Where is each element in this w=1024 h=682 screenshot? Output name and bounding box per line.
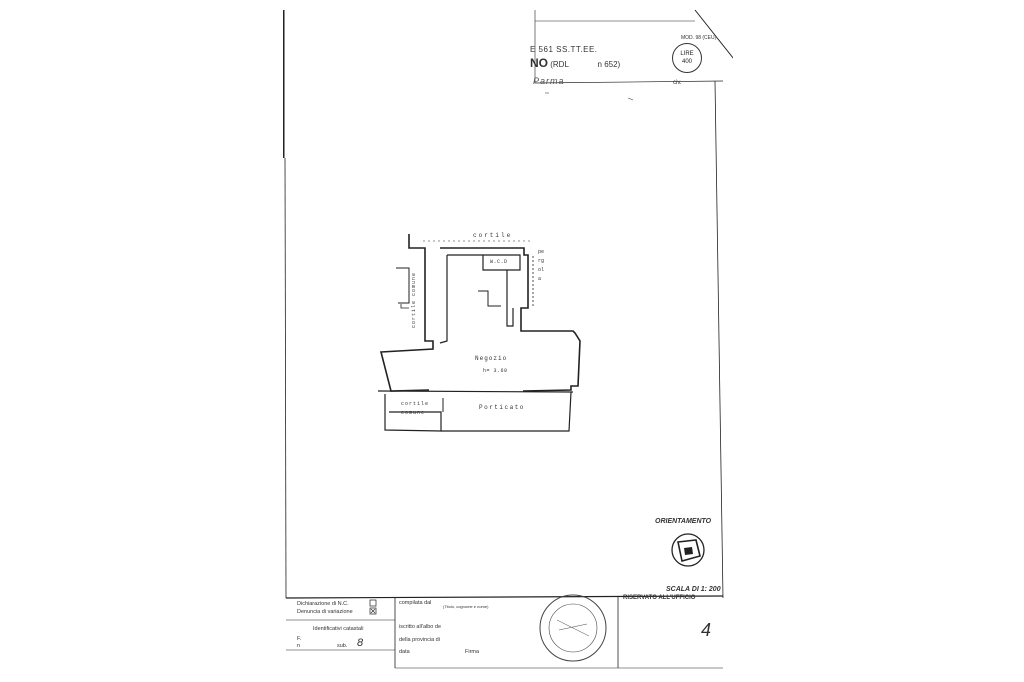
label-shop: Negozio <box>475 355 508 362</box>
label-height: h= 3.60 <box>483 368 508 374</box>
label-pergola: pergola <box>538 249 545 282</box>
fee-value: 400 <box>681 59 692 65</box>
sub-label: sub. <box>337 643 348 649</box>
orientation-label: ORIENTAMENTO <box>655 518 712 525</box>
official-seal-stamp <box>539 594 607 662</box>
fee-label: LIRE <box>680 51 694 57</box>
right-border <box>714 80 724 599</box>
n-label: n <box>297 643 301 649</box>
header-line-1: E 561 SS.TT.EE. <box>530 45 598 54</box>
label-wc: W.C.D <box>490 259 508 265</box>
office-reserved-label: RISERVATO ALL'UFFICIO <box>623 595 696 601</box>
label-courtyard-left: cortile comune <box>411 271 417 328</box>
signature-label: Firma <box>465 649 480 655</box>
header-line-2: NO (RDL n 652) <box>530 56 621 70</box>
left-border <box>284 157 287 599</box>
compiled-by-label: compilata dal <box>399 600 432 606</box>
plan-linework <box>283 9 733 669</box>
form-code: MOD. 98 (CEU) <box>681 35 717 41</box>
declaration-label: Dichiarazione di N.C. <box>297 601 349 607</box>
compiled-detail: (Titolo, cognome e nome) <box>443 604 489 609</box>
variation-label: Denuncia di variazione <box>297 609 353 615</box>
compass-icon <box>671 533 705 567</box>
page-number: 4 <box>701 620 712 640</box>
label-courtyard-top: cortile <box>473 232 513 239</box>
province-handwritten: Parma <box>533 76 565 86</box>
header-line-2-end: n 652) <box>597 60 621 69</box>
label-courtyard-bottom: cortile comune <box>401 401 430 416</box>
province-of-label: della provincia di <box>399 637 440 643</box>
comune-suffix: civ. <box>673 80 682 86</box>
fee-stamp: LIRE 400 <box>672 43 702 73</box>
cadastral-plan-sheet: MOD. 98 (CEU) E 561 SS.TT.EE. NO (RDL n … <box>283 8 733 676</box>
footer-form <box>285 595 724 669</box>
cadastral-ids-label: Identificativi catastali <box>313 626 364 632</box>
registered-label: iscritto all'albo de <box>399 624 442 630</box>
date-label: data <box>399 649 410 655</box>
header-line-2-mid: (RDL <box>550 60 569 69</box>
scale-label: SCALA DI 1: 200 <box>666 586 721 593</box>
floor-plan <box>377 234 581 432</box>
header-line-2-bold: NO <box>530 56 548 70</box>
label-portico: Porticato <box>479 404 525 411</box>
f-label: F. <box>297 636 302 642</box>
sub-value: 8 <box>357 637 364 649</box>
